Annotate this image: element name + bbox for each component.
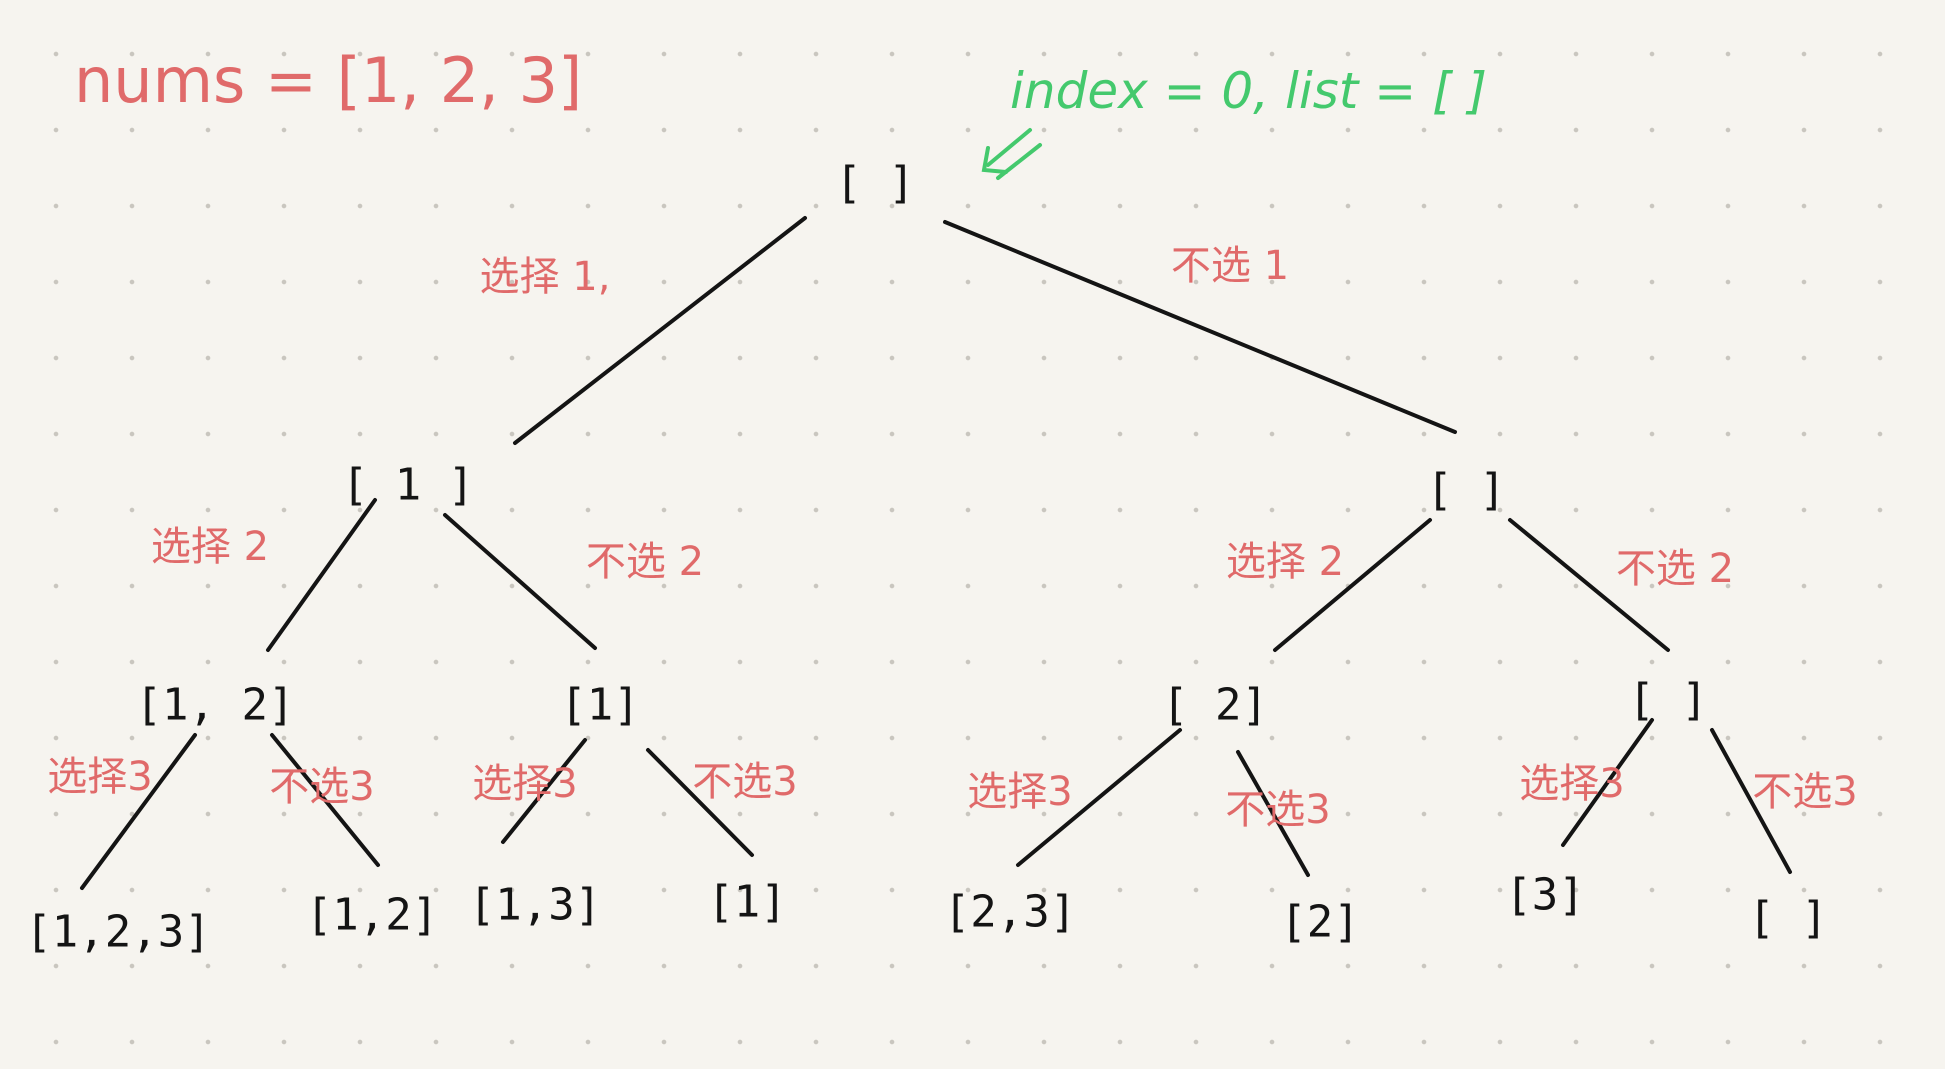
tree-edge <box>1710 728 1792 874</box>
tree-node-n12: [1, 2] <box>135 679 295 731</box>
tree-node-l3: [3] <box>1505 869 1585 921</box>
edge-label-skip2_b: 不选 2 <box>1615 546 1735 592</box>
tree-node-l2: [2] <box>1280 896 1360 948</box>
tree-edge <box>1273 518 1432 652</box>
tree-node-ne: [ ] <box>1628 674 1708 726</box>
edge-label-skip1: 不选 1 <box>1170 243 1290 289</box>
tree-edge <box>513 216 807 445</box>
edge-label-choose3_b: 选择3 <box>472 761 578 807</box>
tree-edge <box>1016 728 1182 867</box>
tree-edge <box>80 733 197 890</box>
nums-label: nums = [1, 2, 3] <box>74 44 583 117</box>
tree-node-l13: [1,3] <box>468 879 602 931</box>
tree-edge <box>501 738 587 844</box>
tree-node-lempty: [ ] <box>1748 892 1828 944</box>
edge-label-choose3_c: 选择3 <box>967 769 1073 815</box>
edge-label-choose2_b: 选择 2 <box>1225 539 1345 585</box>
edge-label-skip3_c: 不选3 <box>1225 787 1331 833</box>
tree-edge <box>266 498 377 652</box>
tree-node-l12: [1,2] <box>305 889 439 941</box>
tree-edge <box>1508 518 1670 652</box>
root-note: index = 0, list = [ ] <box>1010 62 1487 120</box>
edge-label-choose2_a: 选择 2 <box>150 524 270 570</box>
tree-edges <box>80 216 1792 890</box>
tree-node-n1b: [1] <box>560 679 640 731</box>
tree-node-n2b: [ 2] <box>1162 679 1268 731</box>
tree-node-root: [ ] <box>835 157 915 209</box>
tree-node-n1: [ 1 ] <box>341 459 475 511</box>
edge-label-choose3_a: 选择3 <box>47 754 153 800</box>
tree-edge <box>1561 718 1654 847</box>
tree-node-l23: [2,3] <box>943 886 1077 938</box>
root-arrow-icon <box>981 128 1042 180</box>
edge-label-skip3_b: 不选3 <box>692 759 798 805</box>
tree-edge <box>270 733 380 867</box>
edge-label-skip2_a: 不选 2 <box>585 539 705 585</box>
edge-label-choose3_d: 选择3 <box>1519 761 1625 807</box>
tree-node-n2: [ ] <box>1426 464 1506 516</box>
tree-node-l123: [1,2,3] <box>25 906 211 958</box>
edge-label-skip3_d: 不选3 <box>1752 769 1858 815</box>
edge-label-skip3_a: 不选3 <box>269 764 375 810</box>
tree-node-l1: [1] <box>707 876 787 928</box>
tree-edge <box>943 220 1457 434</box>
tree-edge <box>1236 750 1310 877</box>
tree-edge <box>443 513 597 650</box>
tree-edge <box>646 748 754 857</box>
edge-label-choose1: 选择 1, <box>479 254 611 300</box>
